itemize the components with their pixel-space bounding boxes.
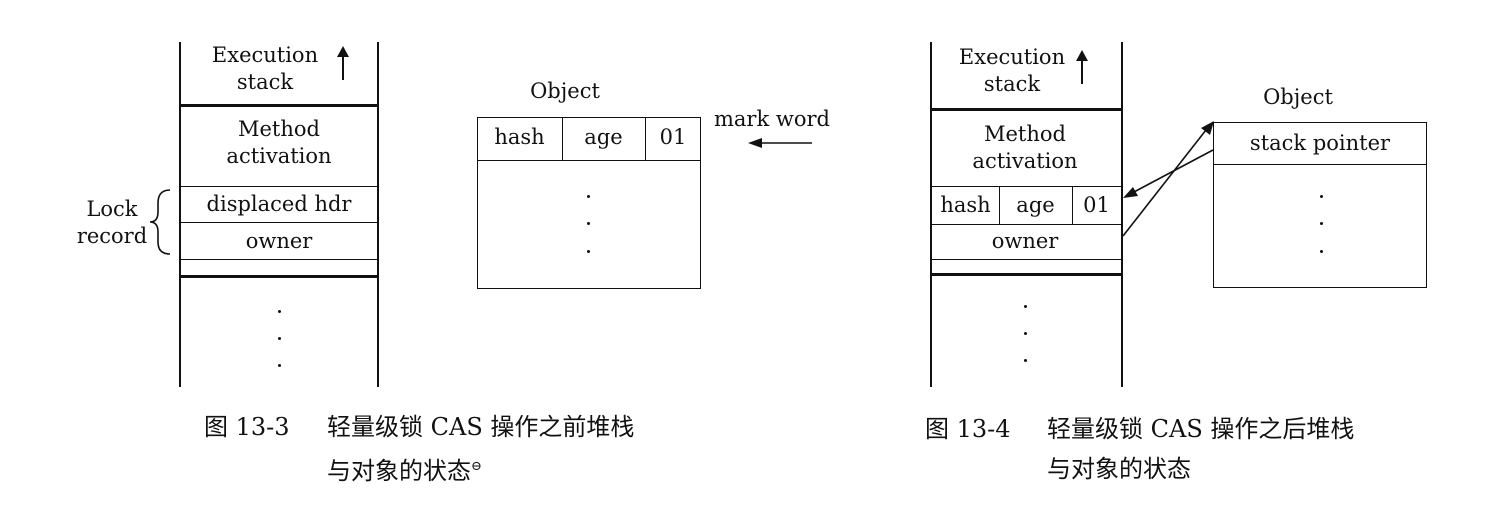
left-stack-title: Execution stack	[211, 43, 319, 94]
left-caption-line1: 轻量级锁 CAS 操作之前堆栈	[327, 413, 635, 441]
right-caption-number: 图 13-4	[925, 415, 1011, 443]
right-arrowhead-up-icon	[1076, 50, 1088, 61]
right-stack-up-arrow	[1081, 58, 1083, 84]
left-method-activation: Method activation	[226, 117, 332, 168]
left-arrowhead-up-icon	[337, 46, 349, 57]
left-caption-line2-wrap: 与对象的状态⊖	[327, 448, 482, 490]
left-caption-line2: 与对象的状态	[327, 457, 471, 485]
left-stack-divider-2	[179, 186, 379, 187]
right-stack-cell-age: age	[1016, 193, 1055, 217]
right-object-dot-1	[1320, 195, 1323, 198]
left-stack-right-edge	[377, 42, 379, 387]
left-stack-divider-4	[179, 259, 379, 260]
right-stack-dot-3	[1024, 359, 1027, 362]
left-object-title: Object	[530, 79, 600, 103]
right-stack-dot-1	[1024, 305, 1027, 308]
left-object-cell-01: 01	[659, 125, 687, 149]
left-object-box	[477, 117, 701, 289]
right-caption-line2: 与对象的状态	[1047, 455, 1191, 483]
left-object-dot-3	[587, 250, 590, 253]
left-stack-divider-5	[179, 275, 379, 278]
left-mark-word-label: mark word	[714, 107, 830, 131]
right-stack-cell-01: 01	[1083, 193, 1110, 217]
left-object-dot-1	[587, 195, 590, 198]
right-object-title: Object	[1263, 85, 1333, 109]
left-stack-divider-1	[179, 104, 379, 107]
right-object-dot-2	[1320, 222, 1323, 225]
right-stack-divider-1	[930, 108, 1123, 111]
left-stack-divider-3	[179, 222, 379, 223]
left-object-cell-divider-1	[562, 117, 563, 161]
left-object-dot-2	[587, 222, 590, 225]
footnote-mark: ⊖	[471, 459, 482, 474]
right-object-box	[1213, 122, 1427, 288]
right-owner: owner	[991, 229, 1059, 253]
right-stack-cell-hash: hash	[940, 193, 991, 217]
left-stack-left-edge	[179, 42, 181, 387]
left-stack-dot-3	[278, 364, 281, 367]
right-stack-title: Execution stack	[958, 45, 1066, 96]
right-stack-divider-2	[930, 186, 1123, 187]
right-object-header-divider	[1213, 164, 1427, 165]
left-stack-up-arrow	[342, 54, 344, 80]
left-lock-record-label: Lock record	[76, 197, 148, 248]
left-object-cell-hash: hash	[494, 125, 545, 149]
right-stack-divider-4	[930, 259, 1123, 260]
right-caption-line1: 轻量级锁 CAS 操作之后堆栈	[1047, 415, 1355, 443]
right-method-activation: Method activation	[972, 122, 1078, 173]
left-caption-number: 图 13-3	[204, 413, 290, 441]
left-object-cell-age: age	[584, 125, 623, 149]
left-displaced-hdr: displaced hdr	[206, 192, 352, 216]
right-stack-dot-2	[1024, 332, 1027, 335]
left-owner: owner	[245, 229, 313, 253]
right-stack-cell-divider-2	[1072, 186, 1073, 224]
left-object-cell-divider-2	[645, 117, 646, 161]
right-stack-right-edge	[1121, 42, 1123, 387]
right-object-dot-3	[1320, 250, 1323, 253]
right-stack-divider-5	[930, 273, 1123, 276]
right-stack-divider-3	[930, 224, 1123, 225]
right-stack-pointer: stack pointer	[1249, 131, 1391, 155]
left-stack-dot-1	[278, 310, 281, 313]
left-stack-dot-2	[278, 337, 281, 340]
left-object-header-divider	[477, 160, 701, 161]
right-stack-left-edge	[930, 42, 932, 387]
right-stack-cell-divider-1	[999, 186, 1000, 224]
